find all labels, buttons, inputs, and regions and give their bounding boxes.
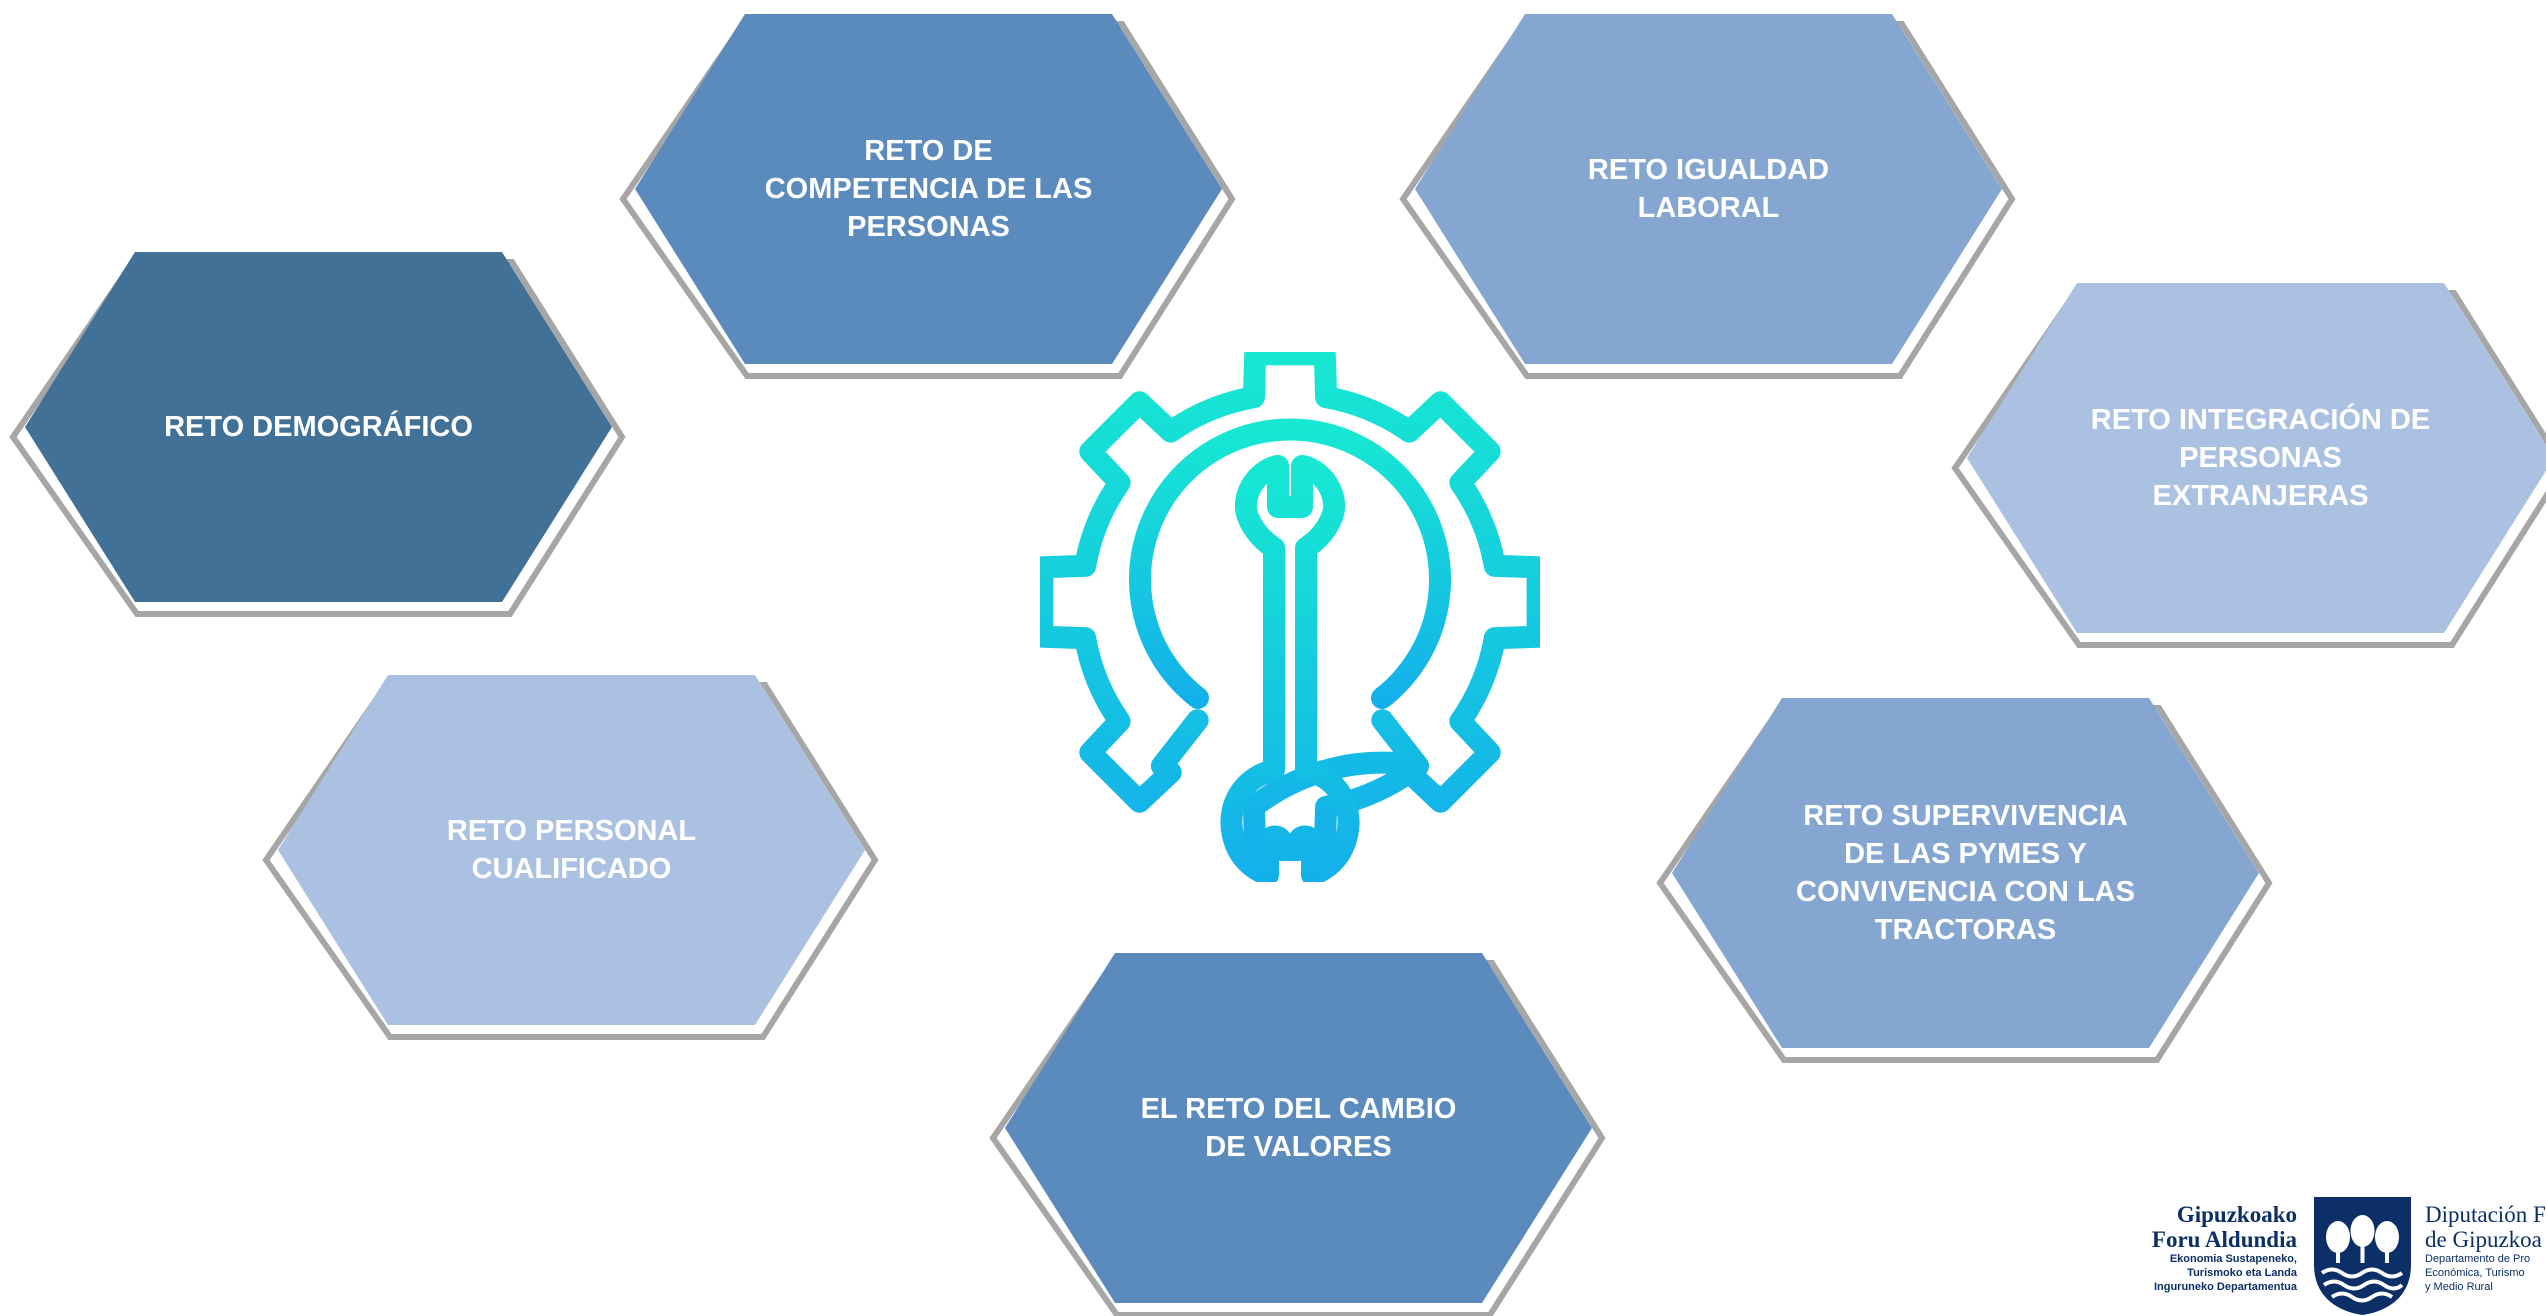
logo-spanish-text: Diputación F de Gipuzkoa Departamento de… bbox=[2425, 1202, 2546, 1294]
gipuzkoa-logo: Gipuzkoako Foru Aldundia Ekonomia Sustap… bbox=[2100, 1190, 2546, 1316]
hex-shadow-outline bbox=[9, 259, 626, 617]
hex-shadow-outline bbox=[1399, 21, 2016, 379]
shield-emblem-icon bbox=[2314, 1197, 2411, 1315]
hex-label: RETO DE COMPETENCIA DE LAS PERSONAS bbox=[764, 135, 1093, 243]
hex-reto-supervivencia-pymes: RETO SUPERVIVENCIA DE LAS PYMES Y CONVIV… bbox=[1656, 698, 2273, 1063]
hex-label: EL RETO DEL CAMBIO DE VALORES bbox=[1140, 1093, 1457, 1163]
hex-reto-cambio-valores: EL RETO DEL CAMBIO DE VALORES bbox=[989, 953, 1606, 1316]
hex-fill bbox=[25, 252, 612, 602]
logo-name-line: Diputación F bbox=[2425, 1202, 2546, 1227]
logo-dept-line: Ekonomia Sustapeneko, bbox=[2169, 1253, 2297, 1265]
hex-label: RETO IGUALDAD LABORAL bbox=[1587, 154, 1830, 224]
hex-label: RETO PERSONAL CUALIFICADO bbox=[446, 815, 697, 885]
hex-shadow-outline bbox=[1951, 290, 2546, 648]
logo-name-line: Foru Aldundia bbox=[2151, 1227, 2297, 1252]
hex-label: RETO INTEGRACIÓN DE PERSONAS EXTRANJERAS bbox=[2090, 404, 2431, 512]
logo-dept-line: Turismoko eta Landa bbox=[2187, 1267, 2297, 1279]
hex-reto-personal-cualificado: RETO PERSONAL CUALIFICADO bbox=[262, 675, 879, 1040]
hex-shadow-outline bbox=[989, 960, 1606, 1316]
logo-name-line: Gipuzkoako bbox=[2176, 1202, 2297, 1227]
hex-fill bbox=[1005, 953, 1592, 1303]
hex-reto-demografico: RETO DEMOGRÁFICO bbox=[9, 252, 626, 617]
logo-dept-line: y Medio Rural bbox=[2425, 1281, 2493, 1293]
hex-fill bbox=[1415, 14, 2002, 364]
logo-name-line: de Gipuzkoa bbox=[2425, 1227, 2542, 1252]
hex-shape bbox=[9, 252, 626, 617]
logo-dept-line: Económica, Turismo bbox=[2425, 1267, 2525, 1279]
hex-reto-igualdad: RETO IGUALDAD LABORAL bbox=[1399, 14, 2016, 379]
hex-fill bbox=[1672, 698, 2259, 1048]
hex-shape bbox=[619, 14, 1236, 379]
logo-dept-line: Inguruneko Departamentua bbox=[2153, 1281, 2297, 1293]
hex-shape bbox=[262, 675, 879, 1040]
hex-shape bbox=[1656, 698, 2273, 1063]
hex-label: RETO SUPERVIVENCIA DE LAS PYMES Y CONVIV… bbox=[1796, 800, 2135, 946]
gear-wrench-icon bbox=[1040, 352, 1540, 882]
hex-shape bbox=[1951, 283, 2546, 648]
hex-shape bbox=[1399, 14, 2016, 379]
hex-shadow-outline bbox=[262, 682, 879, 1040]
hex-fill bbox=[278, 675, 865, 1025]
hex-label: RETO DEMOGRÁFICO bbox=[164, 411, 473, 443]
hex-shadow-outline bbox=[1656, 705, 2273, 1063]
logo-dept-line: Departamento de Pro bbox=[2425, 1253, 2531, 1265]
hex-reto-integracion: RETO INTEGRACIÓN DE PERSONAS EXTRANJERAS bbox=[1951, 283, 2546, 648]
hex-shape bbox=[989, 953, 1606, 1316]
logo-basque-text: Gipuzkoako Foru Aldundia Ekonomia Sustap… bbox=[2152, 1202, 2297, 1294]
hex-shadow-outline bbox=[619, 21, 1236, 379]
hex-fill bbox=[635, 14, 1222, 364]
hex-reto-competencia: RETO DE COMPETENCIA DE LAS PERSONAS bbox=[619, 14, 1236, 379]
hex-fill bbox=[1967, 283, 2546, 633]
